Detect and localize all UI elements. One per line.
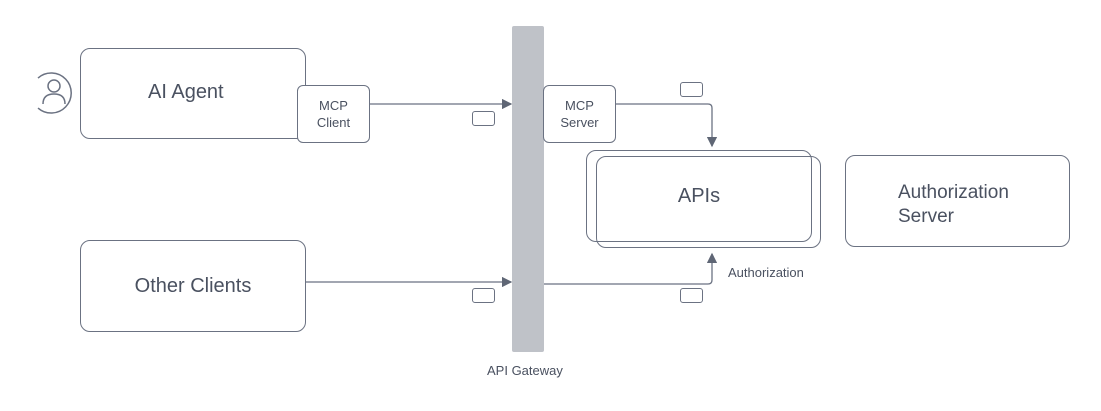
- edge-gateway-to-apis: [544, 252, 718, 285]
- authorization-server-node[interactable]: Authorization Server: [845, 155, 1070, 247]
- mcp-client-label-line1: MCP: [319, 98, 348, 113]
- apis-label: APIs: [677, 184, 721, 207]
- token-icon: [472, 288, 495, 303]
- mcp-server-node[interactable]: MCP Server: [543, 85, 616, 143]
- mcp-server-label-line2: Server: [560, 115, 599, 130]
- ai-agent-label: AI Agent: [148, 81, 224, 103]
- api-gateway-label: API Gateway: [487, 363, 563, 378]
- user-avatar-icon: [37, 72, 72, 114]
- apis-node[interactable]: APIs: [586, 150, 812, 242]
- mcp-client-node[interactable]: MCP Client: [297, 85, 370, 143]
- token-icon: [680, 288, 703, 303]
- other-clients-node[interactable]: Other Clients: [80, 240, 306, 332]
- token-icon: [680, 82, 703, 97]
- token-icon: [472, 111, 495, 126]
- mcp-client-label-line2: Client: [316, 115, 351, 130]
- ai-agent-node[interactable]: AI Agent: [80, 48, 306, 139]
- authorization-server-label-line1: Authorization: [898, 182, 1009, 203]
- authorization-edge-label: Authorization: [728, 265, 804, 280]
- authorization-server-label-line2: Server: [898, 206, 954, 227]
- edge-mcp-server-to-apis: [616, 103, 718, 148]
- mcp-server-label-line1: MCP: [565, 98, 594, 113]
- apis-node-back: [596, 156, 821, 248]
- api-gateway-bar: [512, 26, 544, 352]
- other-clients-label: Other Clients: [134, 274, 252, 297]
